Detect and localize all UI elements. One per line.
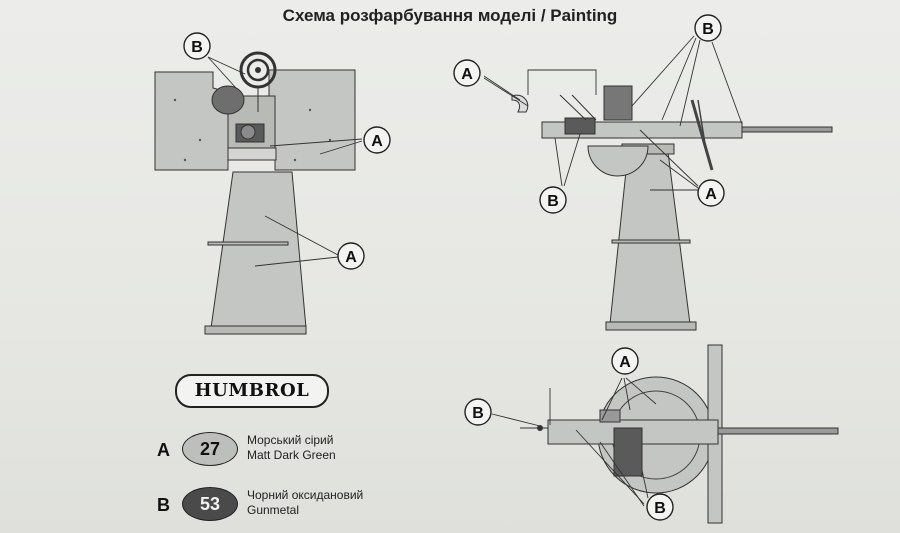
humbrol-logo: HUMBROL	[175, 374, 329, 408]
svg-text:A: A	[461, 66, 473, 83]
callout-top-b-left: B	[464, 398, 492, 426]
svg-text:A: A	[705, 186, 717, 203]
svg-text:A: A	[345, 249, 357, 266]
svg-text:B: B	[191, 39, 203, 56]
legend-text-b: Чорний оксидановий Gunmetal	[247, 488, 363, 518]
legend-row-a: A 27 Морський сірий Matt Dark Green	[150, 432, 370, 472]
svg-text:B: B	[654, 500, 666, 517]
svg-text:B: B	[547, 193, 559, 210]
front-view	[154, 51, 356, 335]
callout-side-b-top: B	[694, 14, 722, 42]
svg-text:A: A	[371, 133, 383, 150]
color-swatch-a: 27	[182, 432, 238, 466]
legend-row-b: B 53 Чорний оксидановий Gunmetal	[150, 487, 390, 527]
color-name-ua: Чорний оксидановий	[247, 488, 364, 502]
color-name-ua: Морський сірий	[247, 433, 334, 447]
svg-text:A: A	[619, 354, 631, 371]
side-view	[511, 69, 833, 331]
color-swatch-b: 53	[182, 487, 238, 521]
leader-lines	[207, 35, 743, 507]
legend-letter: B	[157, 495, 170, 515]
legend-text-a: Морський сірий Matt Dark Green	[247, 433, 336, 463]
callout-front-a-upper: A	[363, 126, 391, 154]
callout-top-a: A	[611, 347, 639, 375]
callout-front-a-lower: A	[337, 242, 365, 270]
legend-letter: A	[157, 440, 170, 460]
callout-top-b-bottom: B	[646, 493, 674, 521]
callout-side-a-right: A	[697, 179, 725, 207]
callout-side-a-left: A	[453, 59, 481, 87]
page-title: Схема розфарбування моделі / Painting	[282, 6, 618, 25]
svg-text:B: B	[702, 21, 714, 38]
top-view	[520, 344, 839, 524]
color-name-en: Matt Dark Green	[247, 448, 336, 462]
callout-side-b-bottom: B	[539, 186, 567, 214]
callout-front-b: B	[183, 32, 211, 60]
color-name-en: Gunmetal	[247, 503, 300, 517]
svg-text:B: B	[472, 405, 484, 422]
